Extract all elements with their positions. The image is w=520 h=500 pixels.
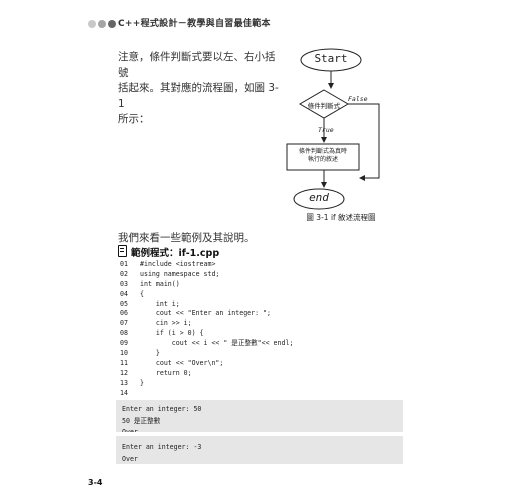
code-line: 06 cout << "Enter an integer: "; — [118, 309, 403, 319]
start-label: Start — [314, 52, 348, 65]
statement-box — [286, 143, 360, 171]
code-line: 02 using namespace std; — [118, 270, 403, 280]
header-dots — [88, 20, 148, 28]
line-number: 11 — [120, 358, 128, 367]
output-line: Enter an integer: -3 — [122, 443, 202, 451]
book-title: C++程式設計－教學與自習最佳範本 — [118, 19, 271, 29]
header-dot — [98, 20, 106, 28]
code-line: 10 } — [118, 349, 403, 359]
line-number: 13 — [120, 378, 128, 387]
page-number: 3-4 — [88, 478, 103, 487]
code-text: } — [140, 349, 160, 358]
false-label: False — [348, 95, 368, 103]
code-line: 07 cin >> i; — [118, 319, 403, 329]
figure-caption: 圖 3-1 if 敘述流程圖 — [306, 213, 376, 222]
line-number: 10 — [120, 349, 128, 358]
output-line: Over — [122, 454, 138, 463]
code-text: int main() — [140, 279, 180, 288]
line-number: 08 — [120, 329, 128, 338]
header-dot — [88, 20, 96, 28]
line-number: 01 — [120, 260, 128, 268]
false-path — [348, 103, 380, 181]
output-line: Enter an integer: 50 — [122, 405, 202, 413]
code-line: 12 return 0; — [118, 369, 403, 379]
statement-line: 執行的敘述 — [307, 156, 338, 163]
code-line: 03 int main() — [118, 280, 403, 290]
intro-line: 注意，條件判斷式要以左、右小括號 — [118, 51, 276, 79]
line-number: 05 — [120, 299, 128, 308]
code-text: { — [140, 289, 144, 298]
example-title: 範例程式：if-1.cpp — [131, 248, 220, 259]
code-text: cin >> i; — [140, 319, 192, 328]
line-number: 12 — [120, 368, 128, 377]
running-header: C++程式設計－教學與自習最佳範本 — [88, 16, 508, 32]
statement-line: 條件判斷式為真時 — [298, 148, 347, 155]
true-label: True — [318, 126, 334, 134]
line-number: 07 — [120, 319, 128, 328]
code-text: #include <iostream> — [140, 260, 216, 268]
flowchart-shapes — [286, 48, 380, 210]
line-number: 14 — [120, 388, 128, 397]
code-text: if (i > 0) { — [140, 329, 204, 338]
code-line: 05 int i; — [118, 300, 403, 310]
end-terminal — [293, 188, 345, 210]
output-line: 50 是正整數 — [122, 416, 161, 425]
code-line: 14 — [118, 389, 403, 399]
intro-line: 括起來。其對應的流程圖，如圖 3-1 — [118, 82, 279, 110]
line-number: 02 — [120, 269, 128, 278]
line-number: 03 — [120, 279, 128, 288]
statement-label: 條件判斷式為真時 執行的敘述 — [289, 148, 357, 164]
header-dot — [108, 20, 116, 28]
lead-sentence: 我們來看一些範例及其說明。 — [118, 232, 255, 244]
code-text: cout << "Over\n"; — [140, 358, 224, 367]
code-line: 09 cout << i << " 是正整數"<< endl; — [118, 339, 403, 349]
code-line: 11 cout << "Over\n"; — [118, 359, 403, 369]
code-listing: 01 #include <iostream> 02 using namespace s… — [118, 260, 403, 398]
code-text: cout << "Enter an integer: "; — [140, 309, 272, 318]
line-number: 09 — [120, 339, 128, 348]
code-line: 01 #include <iostream> — [118, 260, 403, 270]
output-gap — [116, 432, 403, 436]
intro-line: 所示： — [118, 113, 150, 125]
output-box-2: Enter an integer: -3 Over — [116, 440, 403, 464]
code-text: cout << i << " 是正整數"<< endl; — [140, 339, 294, 348]
line-number: 06 — [120, 309, 128, 318]
code-text: } — [140, 378, 144, 387]
code-text: using namespace std; — [140, 269, 220, 278]
document-icon — [118, 245, 127, 257]
code-text: return 0; — [140, 368, 192, 377]
intro-paragraph: 注意，條件判斷式要以左、右小括號 括起來。其對應的流程圖，如圖 3-1 所示： — [118, 50, 282, 128]
if-flowchart: Start 條件判斷式 False True 條件判斷式為真時 執行的敘述 en… — [282, 44, 392, 224]
condition-label: 條件判斷式 — [307, 102, 341, 110]
code-line: 04 { — [118, 290, 403, 300]
code-text: int i; — [140, 299, 180, 308]
code-line: 08 if (i > 0) { — [118, 329, 403, 339]
end-label: end — [309, 191, 329, 204]
line-number: 04 — [120, 289, 128, 298]
code-line: 13} — [118, 379, 403, 389]
